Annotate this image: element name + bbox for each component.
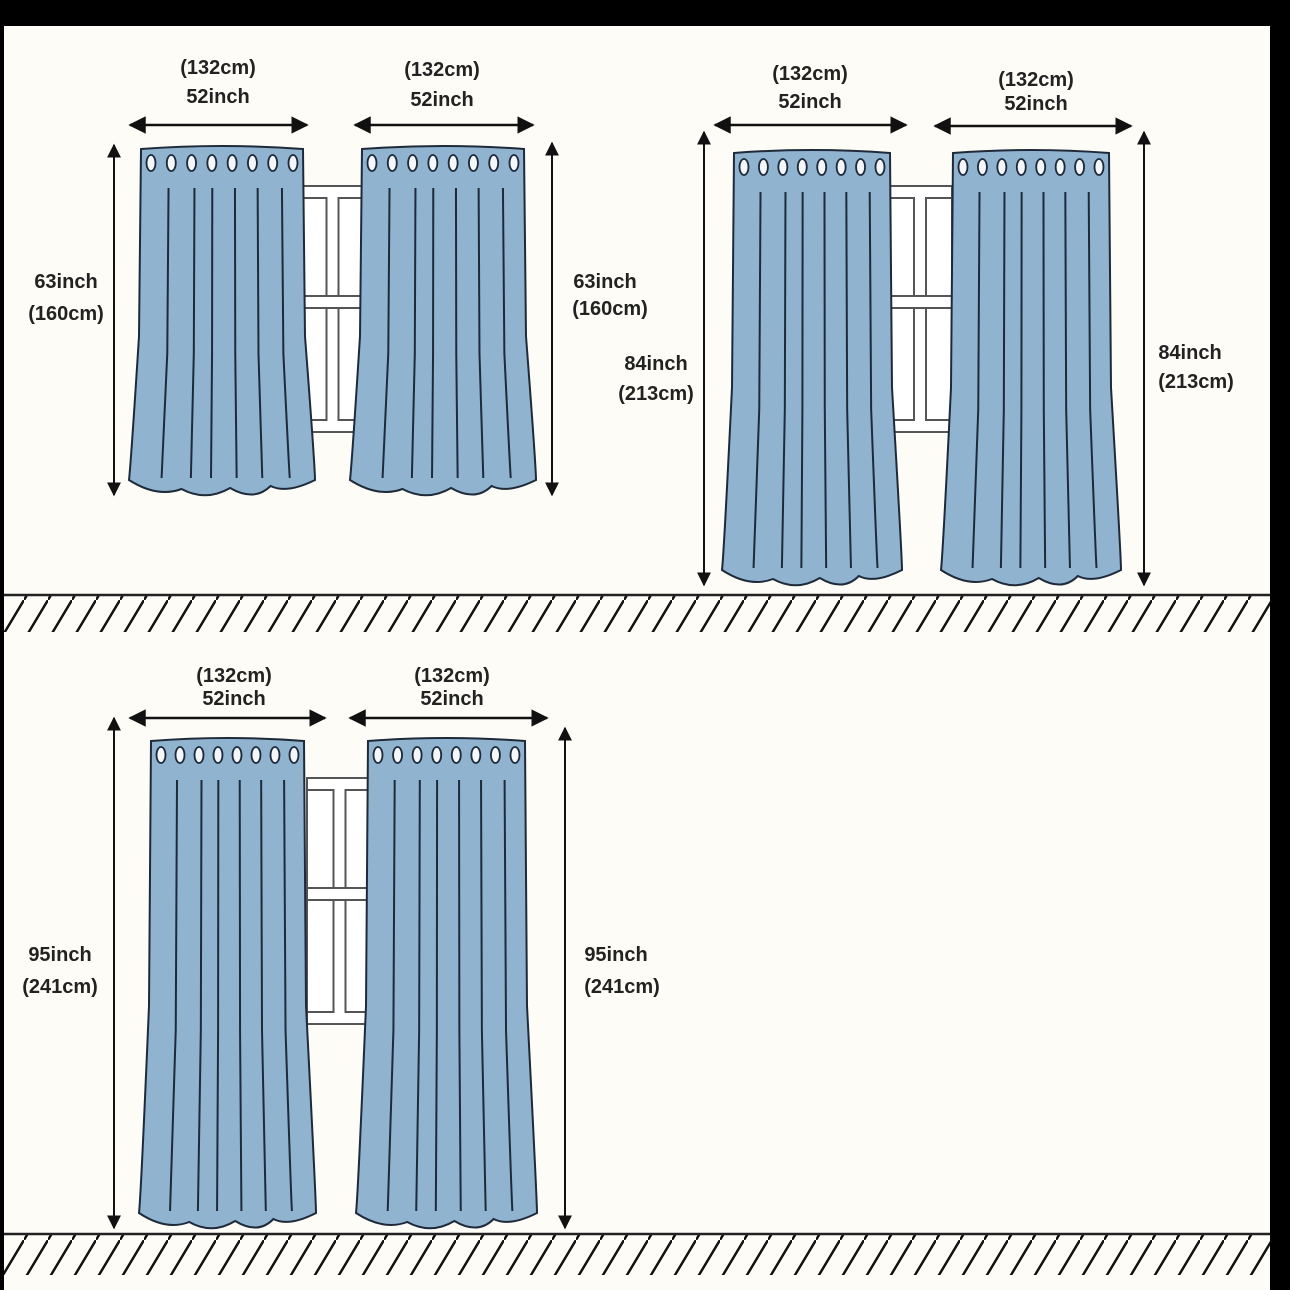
grommet-icon [738, 158, 750, 176]
width-cm-label: (132cm) [772, 63, 848, 85]
width-inch-label: 52inch [420, 688, 483, 710]
width-cm-label: (132cm) [404, 59, 480, 81]
width-inch-label: 52inch [778, 91, 841, 113]
grommet-icon [392, 746, 403, 764]
width-inch-label: 52inch [410, 89, 473, 111]
curtain-panel [127, 145, 317, 497]
height-inch-label: 95inch [28, 944, 91, 966]
grommet-icon [226, 154, 238, 172]
floor-upper [4, 593, 1270, 640]
curtain-panel [348, 145, 538, 497]
height-inch-label: 63inch [34, 271, 97, 293]
grommet-icon [407, 154, 418, 172]
grommet-icon [288, 746, 300, 764]
grommet-icon [250, 746, 262, 764]
grommet-icon [1015, 158, 1027, 176]
grommet-icon [186, 154, 197, 172]
height-cm-label: (213cm) [1158, 371, 1234, 393]
grommet-icon [155, 746, 167, 764]
curtain-panel [720, 149, 904, 587]
grommet-icon [509, 746, 521, 764]
height-inch-label: 84inch [624, 353, 687, 375]
grommet-icon [1054, 158, 1066, 176]
grommet-icon [145, 154, 157, 172]
grommet-icon [447, 154, 459, 172]
width-inch-label: 52inch [186, 86, 249, 108]
curtain-panel [354, 737, 539, 1230]
grommet-icon [427, 154, 439, 172]
grommet-icon [165, 154, 177, 172]
height-inch-label: 63inch [573, 271, 636, 293]
grommet-icon [957, 158, 969, 176]
width-cm-label: (132cm) [414, 665, 490, 687]
grommet-icon [777, 158, 789, 176]
grommet-icon [796, 158, 808, 176]
grommet-icon [206, 154, 218, 172]
panel-95-labels: (132cm) 52inch (132cm) 52inch 95inch (24… [22, 665, 660, 998]
grommet-icon [758, 158, 769, 176]
grommet-icon [470, 746, 482, 764]
curtains-layer [127, 145, 1123, 1230]
window-icon [306, 777, 373, 1025]
grommet-icon [490, 746, 501, 764]
grommet-icon [287, 154, 299, 172]
grommet-icon [874, 158, 886, 176]
grommet-icon [1093, 158, 1105, 176]
height-cm-label: (160cm) [572, 298, 648, 320]
width-cm-label: (132cm) [998, 69, 1074, 91]
grommet-icon [508, 154, 520, 172]
grommet-icon [450, 746, 462, 764]
grommet-icon [1074, 158, 1085, 176]
panel-84-labels: (132cm) 52inch (132cm) 52inch 84inch (21… [618, 63, 1234, 405]
grommet-icon [816, 158, 828, 176]
dimensions-layer [107, 116, 1151, 1230]
grommet-icon [468, 154, 479, 172]
height-inch-label: 84inch [1158, 342, 1221, 364]
grommet-icon [386, 154, 398, 172]
grommet-icon [372, 746, 384, 764]
grommet-icon [996, 158, 1008, 176]
width-inch-label: 52inch [1004, 93, 1067, 115]
curtain-panel [939, 149, 1123, 587]
grommet-icon [411, 746, 423, 764]
grommet-icon [366, 154, 378, 172]
width-cm-label: (132cm) [180, 57, 256, 79]
grommet-icon [247, 154, 258, 172]
height-cm-label: (241cm) [584, 976, 660, 998]
grommet-icon [269, 746, 281, 764]
grommet-icon [835, 158, 847, 176]
height-cm-label: (241cm) [22, 976, 98, 998]
height-cm-label: (213cm) [618, 383, 694, 405]
grommet-icon [488, 154, 500, 172]
floor-lower [4, 1232, 1270, 1275]
grommet-icon [267, 154, 279, 172]
height-cm-label: (160cm) [28, 303, 104, 325]
grommet-icon [193, 746, 205, 764]
width-inch-label: 52inch [202, 688, 265, 710]
grommet-icon [212, 746, 224, 764]
height-inch-label: 95inch [584, 944, 647, 966]
curtain-panel [137, 737, 318, 1230]
panel-63-labels: (132cm) 52inch (132cm) 52inch 63inch (16… [28, 57, 648, 325]
grommet-icon [431, 746, 443, 764]
grommet-icon [977, 158, 988, 176]
grommet-icon [231, 746, 243, 764]
grommet-icon [174, 746, 186, 764]
window-icon [887, 185, 953, 433]
grommet-icon [1035, 158, 1047, 176]
grommet-icon [855, 158, 866, 176]
width-cm-label: (132cm) [196, 665, 272, 687]
